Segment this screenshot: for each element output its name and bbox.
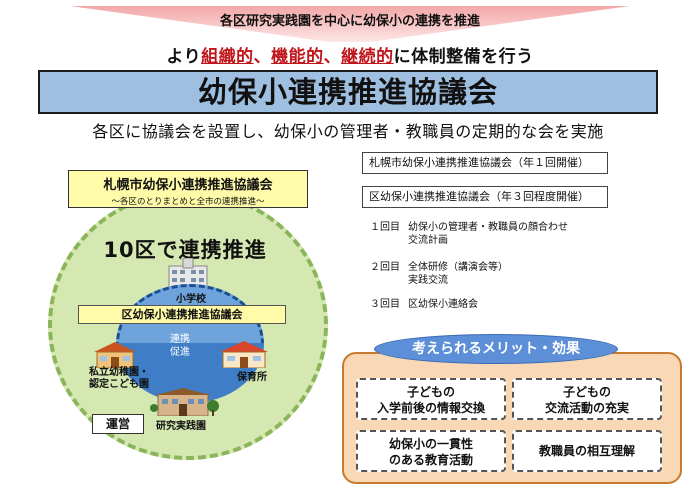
nursery-label: 保育所: [237, 372, 267, 383]
operate-box: 運営: [92, 414, 144, 434]
ward-council-info-box: 区幼保小連携推進協議会（年３回程度開催）: [362, 186, 608, 208]
schedule-item: １回目幼保小の管理者・教職員の顔合わせ交流計画: [370, 222, 568, 246]
city-council-box: 札幌市幼保小連携推進協議会 ～各区のとりまとめと全市の連携推進～: [68, 170, 308, 208]
page-title: 幼保小連携推進協議会: [197, 75, 498, 109]
merit-item: 子どもの交流活動の充実: [512, 378, 662, 420]
banner-subtitle: より組織的、機能的、継続的に体制整備を行う: [166, 47, 534, 67]
practice-school-building-icon: [150, 388, 219, 416]
city-council-info-box: 札幌市幼保小連携推進協議会（年１回開催）: [362, 152, 608, 174]
private-kindergarten-label: 私立幼稚園・ 認定こども園: [89, 367, 149, 390]
nursery-building-icon: [220, 341, 268, 368]
promote-label: 連携 促進: [170, 334, 190, 358]
merits-header: 考えられるメリット・効果: [374, 334, 618, 364]
city-council-title: 札幌市幼保小連携推進協議会: [103, 178, 273, 193]
merit-item: 教職員の相互理解: [512, 430, 662, 472]
schedule-item: ３回目区幼保小連絡会: [370, 299, 478, 310]
ward-council-bar: 区幼保小連携推進協議会: [78, 305, 286, 324]
banner-text: 各区研究実践園を中心に幼保小の連携を推進: [219, 14, 480, 29]
title-box: 幼保小連携推進協議会: [38, 70, 658, 114]
school-label: 小学校: [176, 294, 206, 305]
banner-funnel-shape: [70, 6, 630, 42]
merit-item: 幼保小の一貫性のある教育活動: [356, 430, 506, 472]
schedule-item: ２回目全体研修（講演会等）実践交流: [370, 262, 508, 286]
kindergarten-building-icon: [94, 342, 136, 368]
merit-item: 子どもの入学前後の情報交換: [356, 378, 506, 420]
practice-kindergarten-label: 研究実践園: [156, 421, 206, 432]
title-subtitle: 各区に協議会を設置し、幼保小の管理者・教職員の定期的な会を実施: [92, 122, 604, 141]
city-council-subtitle: ～各区のとりまとめと全市の連携推進～: [111, 197, 265, 207]
